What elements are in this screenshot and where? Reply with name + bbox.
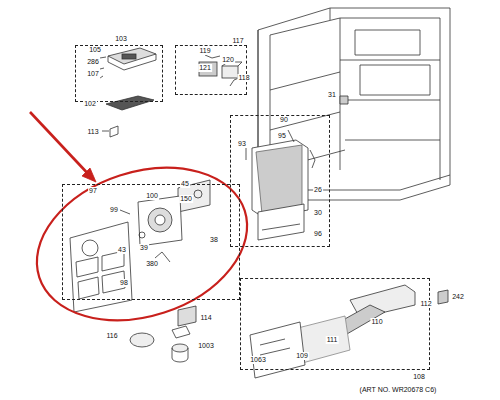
fan-assembly-parts	[70, 180, 210, 312]
callout-number: 118	[237, 74, 250, 82]
callout-number: 98	[119, 279, 129, 287]
callout-number: 120	[221, 56, 235, 64]
callout-number: 100	[145, 192, 159, 200]
callout-number: 96	[313, 230, 323, 238]
callout-number: 110	[370, 318, 383, 326]
crisper-cover-parts	[250, 285, 448, 378]
callout-number: 102	[83, 100, 97, 108]
callout-number: 121	[198, 64, 212, 72]
art-number: (ART NO. WR20678 C6)	[359, 386, 438, 394]
light-tray-parts	[100, 48, 156, 137]
callout-number: 111	[326, 336, 339, 344]
group-number: 108	[412, 373, 426, 381]
callout-number: 242	[451, 293, 465, 301]
group-number: 90	[279, 116, 289, 124]
group-number: 97	[88, 187, 98, 195]
callout-number: 105	[88, 46, 102, 54]
callout-number: 112	[419, 300, 432, 308]
callout-number: 26	[313, 186, 323, 194]
callout-number: 113	[86, 128, 99, 136]
callout-number: 43	[117, 246, 127, 254]
callout-number: 39	[139, 244, 149, 252]
callout-number: 286	[86, 58, 100, 66]
highlight-arrowhead	[82, 168, 96, 182]
loose-parts	[130, 306, 196, 362]
callout-number: 109	[295, 352, 309, 360]
callout-number: 95	[277, 132, 287, 140]
callout-number: 116	[105, 332, 118, 340]
callout-number: 380	[145, 260, 159, 268]
callout-number: 150	[179, 195, 193, 203]
callout-number: 99	[109, 206, 119, 214]
callout-number: 45	[180, 180, 190, 188]
callout-number: 107	[86, 70, 100, 78]
group-number: 117	[231, 37, 244, 45]
callout-number: 31	[327, 91, 337, 99]
callout-number: 93	[237, 140, 247, 148]
group-number: 103	[114, 35, 128, 43]
callout-number: 119	[198, 47, 211, 55]
highlight-arrow	[30, 112, 92, 178]
callout-number: 30	[313, 209, 323, 217]
evaporator-parts	[246, 130, 315, 240]
control-board-parts	[199, 55, 242, 86]
callout-number: 1063	[249, 356, 267, 364]
sensor-part	[340, 96, 348, 104]
callout-number: 1003	[197, 342, 215, 350]
callout-number: 114	[199, 314, 212, 322]
group-box: 108	[240, 278, 430, 370]
callout-number: 38	[209, 236, 219, 244]
